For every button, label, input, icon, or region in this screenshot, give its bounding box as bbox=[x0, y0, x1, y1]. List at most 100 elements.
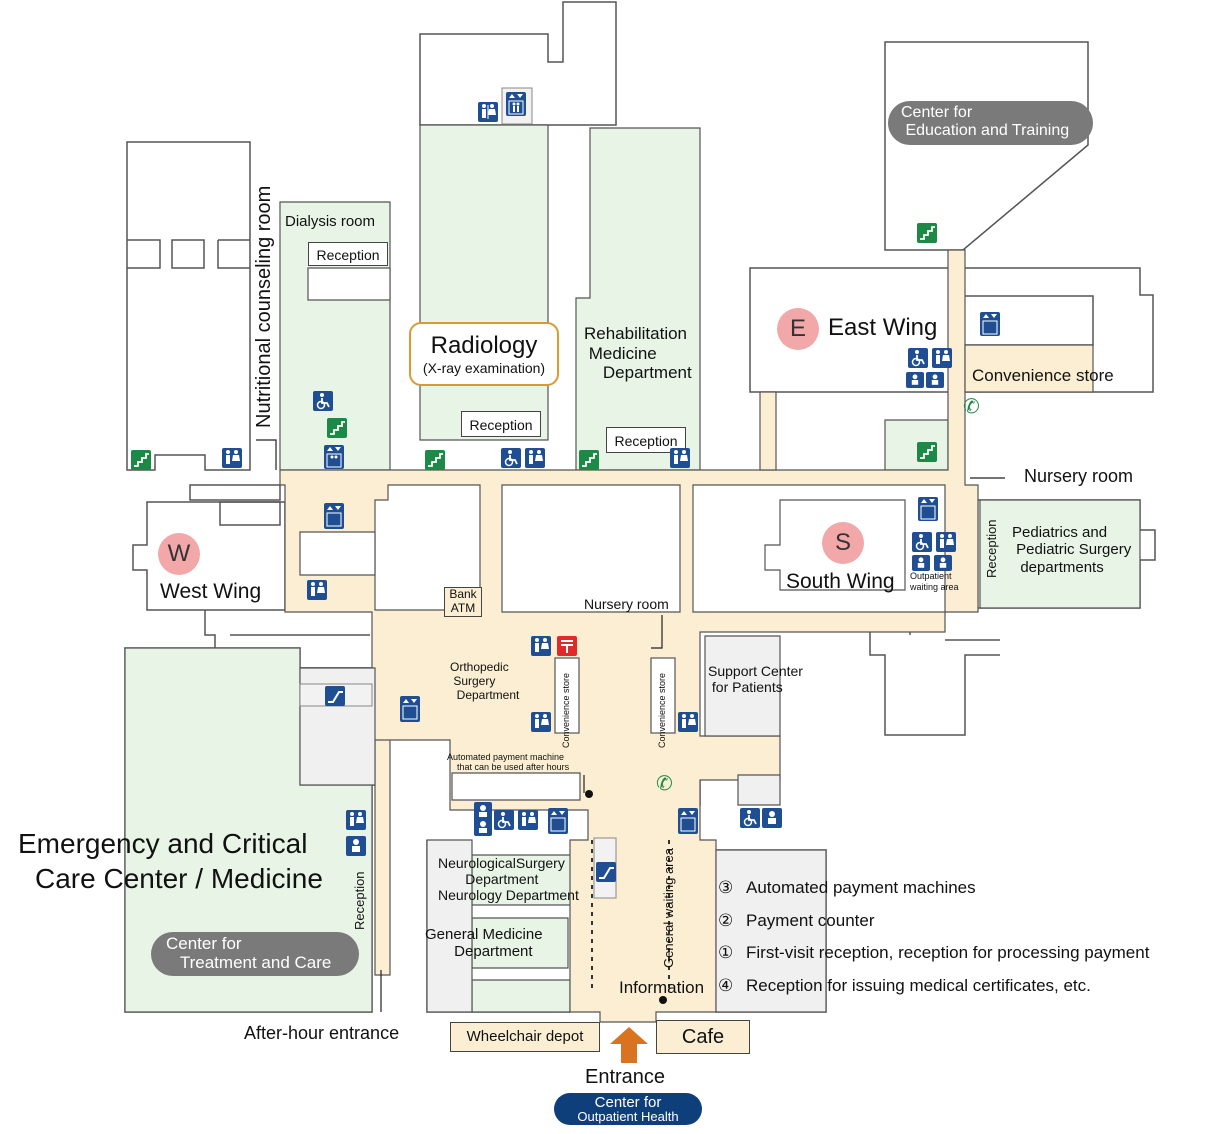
pediatrics-label: Pediatrics and Pediatric Surgery departm… bbox=[1012, 524, 1132, 576]
convenience-store-left-label: Convenience store bbox=[561, 672, 571, 748]
radiology-box: Radiology (X-ray examination) bbox=[409, 322, 559, 386]
rehabilitation-label: Rehabilitation Medicine Department bbox=[584, 324, 692, 383]
center-outpatient-line1: Center for bbox=[594, 1094, 662, 1111]
accessible-toilet-icon bbox=[912, 532, 932, 552]
cafe-label: Cafe bbox=[656, 1020, 750, 1054]
counter-item: ③ Automated payment machines bbox=[718, 872, 1149, 905]
radiology-reception-label: Reception bbox=[461, 411, 541, 437]
convenience-store-east-label: Convenience store bbox=[972, 366, 1114, 385]
stairs-icon bbox=[917, 442, 937, 462]
accessible-toilet-icon bbox=[494, 810, 514, 830]
counter-list: ③ Automated payment machines ② Payment cou… bbox=[718, 872, 1149, 1002]
orthopedic-label: Orthopedic Surgery Department bbox=[450, 660, 520, 702]
entrance-arrow-icon bbox=[610, 1027, 648, 1063]
restroom-icon bbox=[670, 448, 690, 468]
counter-marker: ② bbox=[718, 910, 734, 930]
elevator-icon bbox=[324, 445, 344, 469]
restroom-icon bbox=[518, 810, 538, 830]
elevator-icon bbox=[980, 312, 1000, 336]
baby-room-icon bbox=[474, 802, 492, 836]
restroom-icon bbox=[531, 712, 551, 732]
baby-room-icon bbox=[762, 808, 782, 828]
radiology-title: Radiology bbox=[430, 332, 538, 359]
general-waiting-area-label: General waiting area bbox=[661, 848, 676, 968]
restroom-icon bbox=[932, 348, 952, 368]
entrance-label: Entrance bbox=[585, 1066, 666, 1088]
wheelchair-depot-label: Wheelchair depot bbox=[450, 1022, 600, 1052]
general-medicine-label: General Medicine Department bbox=[425, 926, 543, 961]
stairs-icon bbox=[917, 223, 937, 243]
elevator-icon bbox=[918, 497, 938, 521]
center-treatment-pill: Center for Treatment and Care bbox=[151, 932, 359, 976]
baby-room-icon bbox=[912, 555, 930, 571]
baby-room-icon bbox=[346, 836, 366, 856]
accessible-toilet-icon bbox=[501, 448, 521, 468]
nutritional-counseling-room-label: Nutritional counseling room bbox=[253, 185, 275, 428]
stairs-icon bbox=[327, 418, 347, 438]
counter-item: ① First-visit reception, reception for pr… bbox=[718, 937, 1149, 970]
elevator-icon bbox=[548, 808, 568, 834]
counter-text: Automated payment machines bbox=[746, 878, 976, 897]
south-wing-marker: S bbox=[822, 522, 864, 564]
elevator-icon bbox=[678, 808, 698, 834]
restroom-icon bbox=[531, 636, 551, 656]
east-wing-marker: E bbox=[777, 308, 819, 350]
elevator-icon bbox=[506, 92, 526, 116]
stairs-icon bbox=[425, 450, 445, 470]
restroom-icon bbox=[222, 448, 242, 468]
telephone-icon: ✆ bbox=[963, 396, 980, 418]
radiology-subtitle: (X-ray examination) bbox=[422, 360, 546, 376]
restroom-icon bbox=[936, 532, 956, 552]
elevator-icon bbox=[400, 696, 420, 722]
nursery-room-east-label: Nursery room bbox=[1024, 466, 1134, 486]
restroom-icon bbox=[678, 712, 698, 732]
baby-room-icon bbox=[934, 555, 952, 571]
escalator-icon bbox=[596, 862, 616, 882]
restroom-icon bbox=[478, 102, 498, 122]
east-wing-label: East Wing bbox=[828, 314, 938, 341]
stairs-icon bbox=[579, 450, 599, 470]
baby-room-icon bbox=[926, 372, 944, 388]
convenience-store-right-label: Convenience store bbox=[657, 672, 667, 748]
counter-text: Reception for issuing medical certificat… bbox=[746, 975, 1091, 995]
nursery-room-center-label: Nursery room bbox=[584, 596, 669, 612]
neurological-surgery-label: NeurologicalSurgery Department bbox=[438, 855, 565, 888]
west-wing-marker: W bbox=[158, 533, 200, 575]
accessible-toilet-icon bbox=[740, 808, 760, 828]
information-label: Information bbox=[619, 978, 705, 997]
outpatient-waiting-area-label: Outpatient waiting area bbox=[910, 571, 959, 592]
emergency-center-title-line2: Care Center / Medicine bbox=[35, 863, 323, 894]
bank-atm-label: Bank ATM bbox=[444, 587, 482, 617]
center-outpatient-line2: Outpatient Health bbox=[577, 1109, 679, 1124]
center-education-pill: Center for Education and Training bbox=[888, 101, 1093, 145]
escalator-icon bbox=[325, 686, 345, 706]
counter-text: Payment counter bbox=[746, 910, 875, 930]
post-office-icon bbox=[557, 636, 577, 656]
baby-room-icon bbox=[906, 372, 924, 388]
accessible-toilet-icon bbox=[908, 348, 928, 368]
counter-item: ④ Reception for issuing medical certifica… bbox=[718, 970, 1149, 1003]
pediatrics-reception-label: Reception bbox=[984, 519, 999, 578]
accessible-toilet-icon bbox=[313, 391, 333, 411]
counter-marker: ④ bbox=[718, 975, 734, 995]
counter-text: First-visit reception, reception for pro… bbox=[746, 943, 1150, 962]
counter-marker: ③ bbox=[718, 878, 734, 897]
automated-payment-after-hours-label: Automated payment machine that can be us… bbox=[447, 752, 570, 773]
after-hour-entrance-label: After-hour entrance bbox=[244, 1023, 400, 1043]
dialysis-room-label: Dialysis room bbox=[285, 213, 376, 230]
stairs-icon bbox=[131, 450, 151, 470]
emergency-reception-label: Reception bbox=[352, 871, 367, 930]
south-wing-label: South Wing bbox=[786, 570, 895, 593]
restroom-icon bbox=[346, 810, 366, 830]
west-wing-label: West Wing bbox=[160, 580, 262, 603]
restroom-icon bbox=[307, 580, 327, 600]
counter-item: ② Payment counter bbox=[718, 905, 1149, 938]
elevator-icon bbox=[324, 503, 344, 529]
counter-marker: ① bbox=[718, 943, 734, 962]
support-center-label: Support Center for Patients bbox=[708, 663, 803, 696]
center-outpatient-pill: Center for Outpatient Health bbox=[554, 1093, 702, 1125]
dialysis-reception-label: Reception bbox=[308, 242, 388, 266]
neurology-department-label: Neurology Department bbox=[438, 887, 579, 903]
